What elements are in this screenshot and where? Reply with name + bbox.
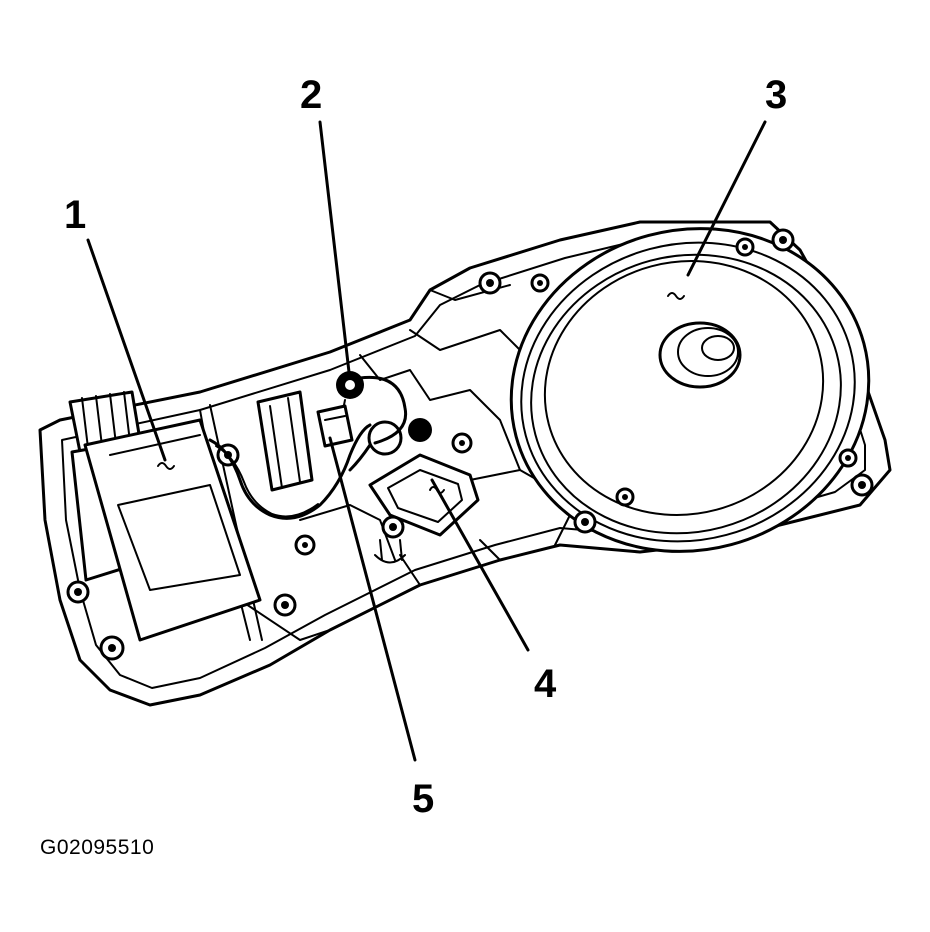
actuator-connector <box>316 404 354 448</box>
figure-id: G02095510 <box>40 836 155 859</box>
control-module <box>66 390 297 661</box>
callout-3: 3 <box>765 73 787 117</box>
leader-line-5 <box>328 436 417 762</box>
leader-line-3 <box>686 120 767 277</box>
leader-line-1 <box>86 238 167 462</box>
leader-line-4 <box>430 478 530 652</box>
leader-lines <box>86 120 767 762</box>
callout-1: 1 <box>64 193 86 237</box>
callout-4: 4 <box>534 662 557 706</box>
gear-cover <box>294 227 874 556</box>
wiring-harness <box>208 390 372 520</box>
leader-line-2 <box>318 120 351 374</box>
callout-2: 2 <box>300 73 322 117</box>
callout-5: 5 <box>412 777 434 821</box>
